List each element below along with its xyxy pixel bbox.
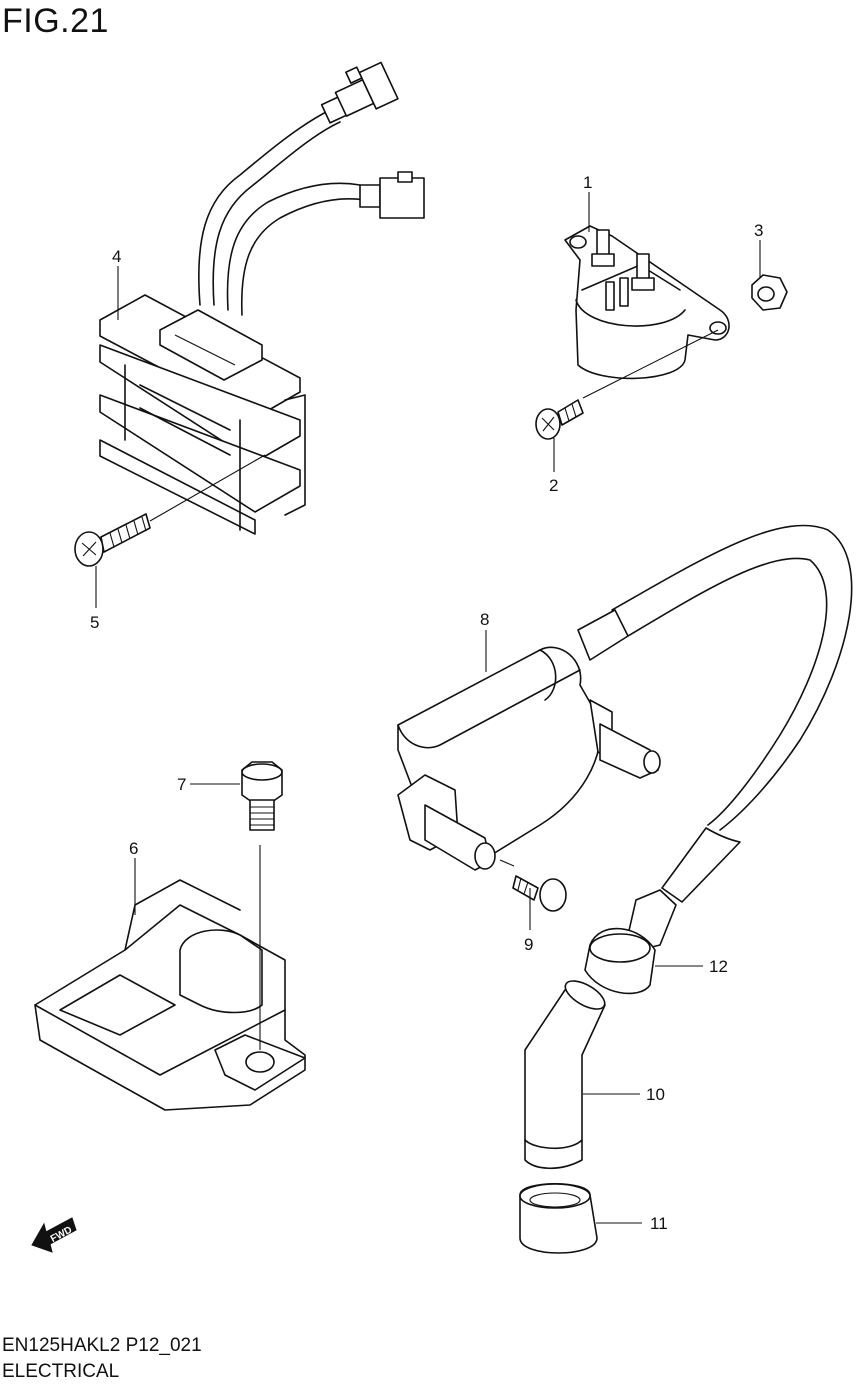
screw-part-5[interactable] — [74, 513, 151, 567]
boot-part-11[interactable] — [519, 1182, 598, 1254]
mounting-guide-line — [499, 859, 515, 867]
mounting-guide-line — [149, 454, 266, 522]
callout-label: 12 — [709, 957, 728, 976]
figure-name: ELECTRICAL — [2, 1361, 120, 1382]
ignition-coil-part[interactable] — [397, 524, 853, 903]
callout-label: 3 — [754, 221, 763, 240]
figure-code: EN125HAKL2 P12_021 — [2, 1335, 202, 1356]
callout-label: 10 — [646, 1085, 665, 1104]
callout-labels: 1 2 3 4 5 6 7 8 9 10 11 12 — [90, 173, 763, 1233]
callout-label: 6 — [129, 839, 138, 858]
fwd-label: FWD — [49, 1225, 74, 1245]
figure-title: FIG.21 — [2, 2, 109, 40]
callout-leaders — [95, 192, 761, 1224]
plug-cap-part-10[interactable] — [524, 975, 609, 1170]
callout-label: 11 — [650, 1214, 668, 1233]
regulator-rectifier-part[interactable] — [99, 57, 425, 535]
callout-label: 8 — [480, 610, 489, 629]
fwd-direction-arrow: FWD — [31, 1217, 77, 1253]
callout-label: 2 — [549, 476, 558, 495]
starter-relay-part[interactable] — [564, 225, 730, 380]
callout-label: 4 — [112, 247, 121, 266]
callout-label: 1 — [583, 173, 592, 192]
callout-label: 7 — [177, 775, 186, 794]
cdi-unit-part[interactable] — [34, 879, 306, 1111]
screw-part-9[interactable] — [512, 875, 567, 912]
bolt-part-7[interactable] — [241, 761, 283, 831]
screw-part-2[interactable] — [535, 399, 584, 440]
callout-label: 9 — [524, 935, 533, 954]
seal-part-12[interactable] — [584, 889, 677, 995]
callout-label: 5 — [90, 613, 99, 632]
mounting-guide-line — [582, 329, 719, 399]
nut-part-3[interactable] — [751, 274, 788, 311]
